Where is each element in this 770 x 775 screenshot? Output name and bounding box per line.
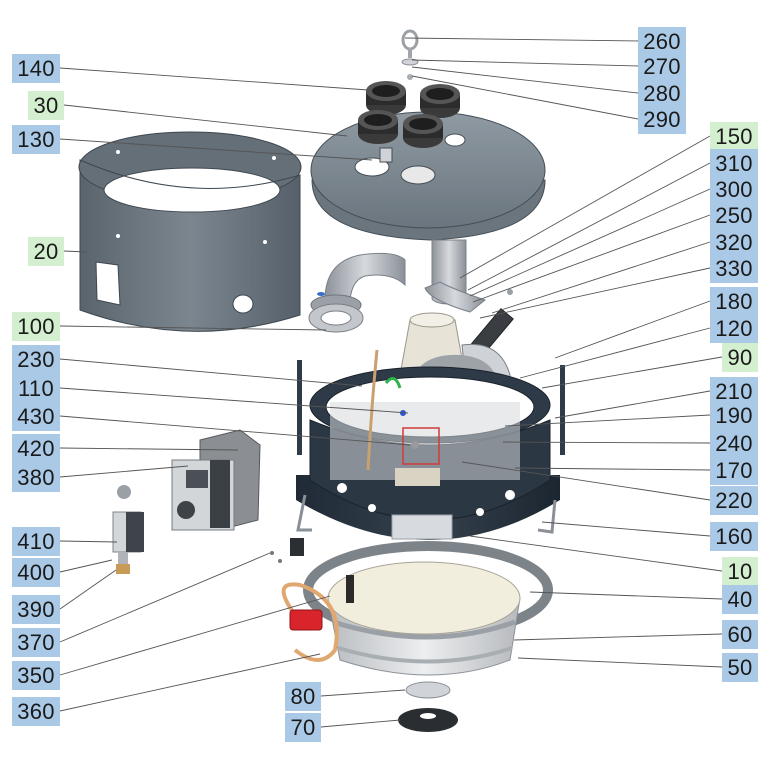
part-label-40: 40 <box>722 585 758 614</box>
part-label-50: 50 <box>722 653 758 682</box>
part-label-270: 270 <box>638 52 686 81</box>
leader-line-390 <box>59 569 117 610</box>
part-label-350: 350 <box>12 661 60 690</box>
leader-line-180 <box>554 300 711 359</box>
part-label-240: 240 <box>710 429 758 458</box>
leader-line-400 <box>59 559 113 573</box>
bottom-parts <box>398 681 458 732</box>
leader-line-10 <box>469 535 723 572</box>
part-label-420: 420 <box>12 434 60 463</box>
leader-line-120 <box>519 327 711 379</box>
part-label-220: 220 <box>710 486 758 515</box>
leader-line-300 <box>469 188 711 297</box>
part-label-190: 190 <box>710 401 758 430</box>
leader-line-370 <box>59 552 271 643</box>
leader-line-310 <box>467 162 711 291</box>
leader-line-150 <box>459 135 711 279</box>
part-label-30: 30 <box>28 91 64 120</box>
leader-line-170 <box>514 467 711 471</box>
part-label-100: 100 <box>12 312 60 341</box>
leader-line-40 <box>529 591 723 600</box>
part-label-280: 280 <box>638 79 686 108</box>
part-label-120: 120 <box>710 314 758 343</box>
part-label-250: 250 <box>710 201 758 230</box>
part-label-400: 400 <box>12 558 60 587</box>
leader-line-90 <box>541 356 723 389</box>
leader-line-280 <box>411 66 639 94</box>
leader-line-20 <box>63 250 88 253</box>
leader-line-270 <box>411 59 639 67</box>
leader-line-230 <box>59 358 363 387</box>
part-label-330: 330 <box>710 254 758 283</box>
filter-bin <box>327 561 521 676</box>
part-label-20: 20 <box>28 237 64 266</box>
leader-line-210 <box>554 390 711 419</box>
leader-line-140 <box>59 67 369 91</box>
leader-line-110 <box>59 387 409 414</box>
leader-line-260 <box>404 37 639 42</box>
leader-line-250 <box>472 214 711 303</box>
pressure-switch <box>112 485 144 574</box>
part-label-130: 130 <box>12 125 60 154</box>
leader-line-330 <box>479 267 711 319</box>
part-label-180: 180 <box>710 287 758 316</box>
switch-box <box>171 429 261 531</box>
leader-line-60 <box>513 633 723 641</box>
leader-line-380 <box>59 465 189 478</box>
leader-line-80 <box>320 689 406 697</box>
leader-line-360 <box>59 653 321 712</box>
internal-hoses <box>366 349 440 471</box>
part-label-380: 380 <box>12 463 60 492</box>
leader-line-30 <box>63 104 348 137</box>
leader-line-100 <box>59 325 327 331</box>
leader-line-290 <box>411 75 639 120</box>
leader-line-190 <box>504 414 711 427</box>
part-label-290: 290 <box>638 105 686 134</box>
part-label-80: 80 <box>285 682 321 711</box>
leader-line-160 <box>541 521 711 537</box>
part-label-230: 230 <box>12 345 60 374</box>
power-cable <box>281 575 354 662</box>
main-housing <box>296 366 560 540</box>
part-label-390: 390 <box>12 595 60 624</box>
part-label-140: 140 <box>12 54 60 83</box>
part-label-410: 410 <box>12 527 60 556</box>
leader-line-240 <box>502 441 711 444</box>
small-fasteners <box>270 538 304 563</box>
part-label-320: 320 <box>710 228 758 257</box>
part-label-60: 60 <box>722 620 758 649</box>
outer-shell-part <box>78 131 302 332</box>
part-label-300: 300 <box>710 175 758 204</box>
part-label-170: 170 <box>710 456 758 485</box>
part-label-370: 370 <box>12 628 60 657</box>
elbow-pipe <box>308 252 406 333</box>
part-label-430: 430 <box>12 402 60 431</box>
leader-line-350 <box>59 595 331 676</box>
leader-line-220 <box>461 461 711 501</box>
leader-line-430 <box>59 415 411 446</box>
part-label-70: 70 <box>285 713 321 742</box>
leader-lines <box>59 37 723 728</box>
leader-line-410 <box>59 540 118 543</box>
part-label-90: 90 <box>722 343 758 372</box>
leader-line-320 <box>491 241 711 314</box>
part-label-110: 110 <box>12 374 60 403</box>
frame-handles <box>296 360 565 534</box>
part-label-310: 310 <box>710 149 758 178</box>
leader-line-50 <box>517 657 723 668</box>
part-label-150: 150 <box>710 122 758 151</box>
part-label-360: 360 <box>12 697 60 726</box>
part-label-260: 260 <box>638 27 686 56</box>
part-label-160: 160 <box>710 522 758 551</box>
leader-line-130 <box>59 138 373 161</box>
part-label-10: 10 <box>722 557 758 586</box>
filter-caps <box>358 81 460 148</box>
leader-line-420 <box>59 447 239 451</box>
leader-line-70 <box>320 719 401 728</box>
